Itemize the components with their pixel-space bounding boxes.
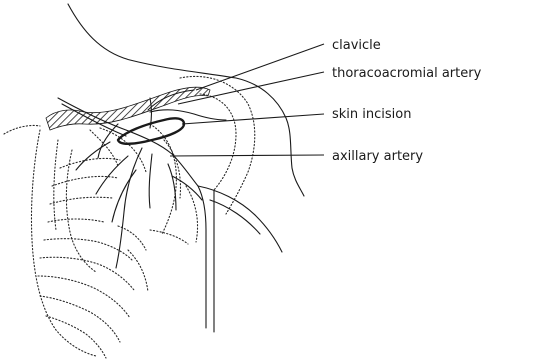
neck-contour [68,4,304,196]
axillary-artery-leader [170,155,324,156]
shoulder-contour [180,76,255,214]
skin-incision-leader [182,114,324,124]
shoulder-contour-inner [200,94,236,190]
artery-branches [58,90,282,332]
rib-contours [31,124,197,358]
lateral-outline [4,125,40,134]
clavicle-leader [196,44,324,90]
thoracoacromial-artery-label: thoracoacromial artery [332,66,482,81]
skin-incision-label: skin incision [332,107,411,122]
clavicle-label: clavicle [332,38,381,53]
axillary-artery-label: axillary artery [332,149,423,164]
